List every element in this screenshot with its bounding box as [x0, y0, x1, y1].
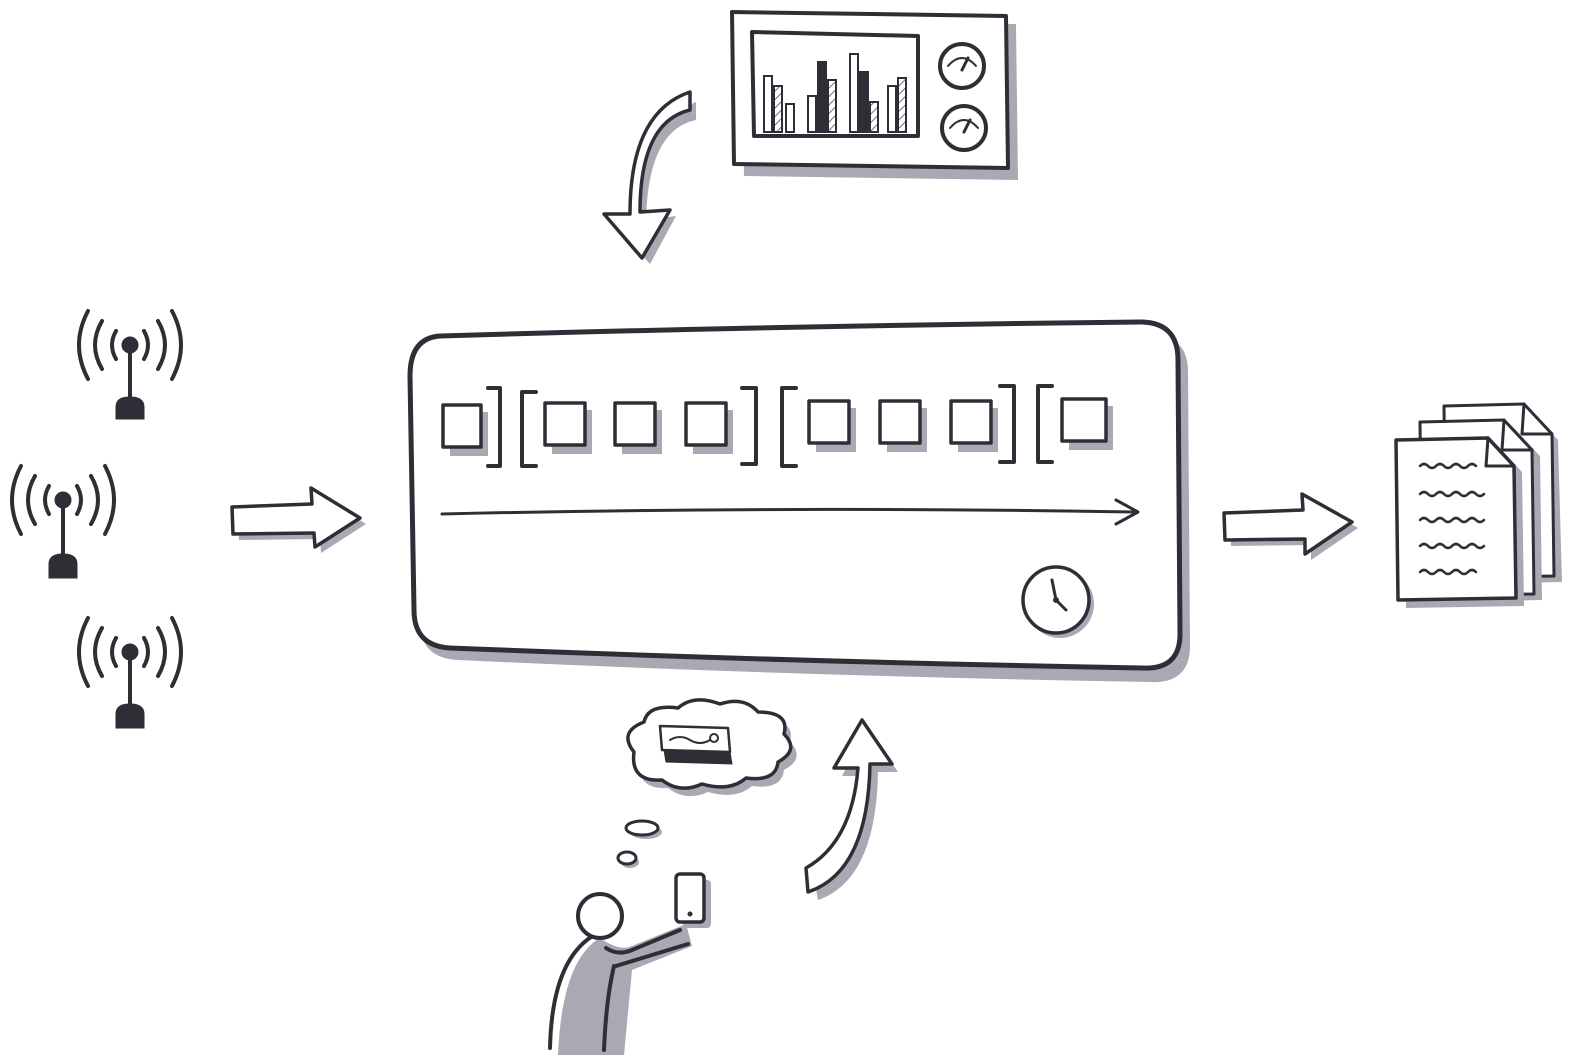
stream-processor-box: [410, 322, 1190, 682]
feedback-arrow-icon: [604, 92, 696, 264]
person-icon: [550, 894, 692, 1055]
antenna-icon: [79, 311, 181, 419]
gauge-icon: [942, 106, 986, 150]
user-input-arrow-icon: [806, 720, 898, 900]
event-box: [443, 405, 488, 456]
event-box: [615, 403, 662, 454]
input-arrow-icon: [232, 488, 366, 553]
output-arrow-icon: [1224, 494, 1358, 560]
event-box: [686, 403, 733, 454]
money-cloud-icon: [628, 700, 797, 796]
documents-icon: [1396, 404, 1562, 608]
event-box: [951, 401, 998, 452]
dashboard-icon: [732, 12, 1018, 180]
money-stack-icon: [660, 726, 732, 764]
gauge-icon: [940, 44, 984, 88]
antenna-icon: [79, 618, 181, 728]
smartphone-icon[interactable]: [676, 874, 711, 928]
event-box: [809, 401, 856, 452]
thought-bubbles: [618, 821, 662, 868]
antenna-icon: [12, 466, 114, 578]
event-box: [880, 401, 927, 452]
event-box: [545, 403, 592, 454]
event-box: [1062, 399, 1113, 450]
